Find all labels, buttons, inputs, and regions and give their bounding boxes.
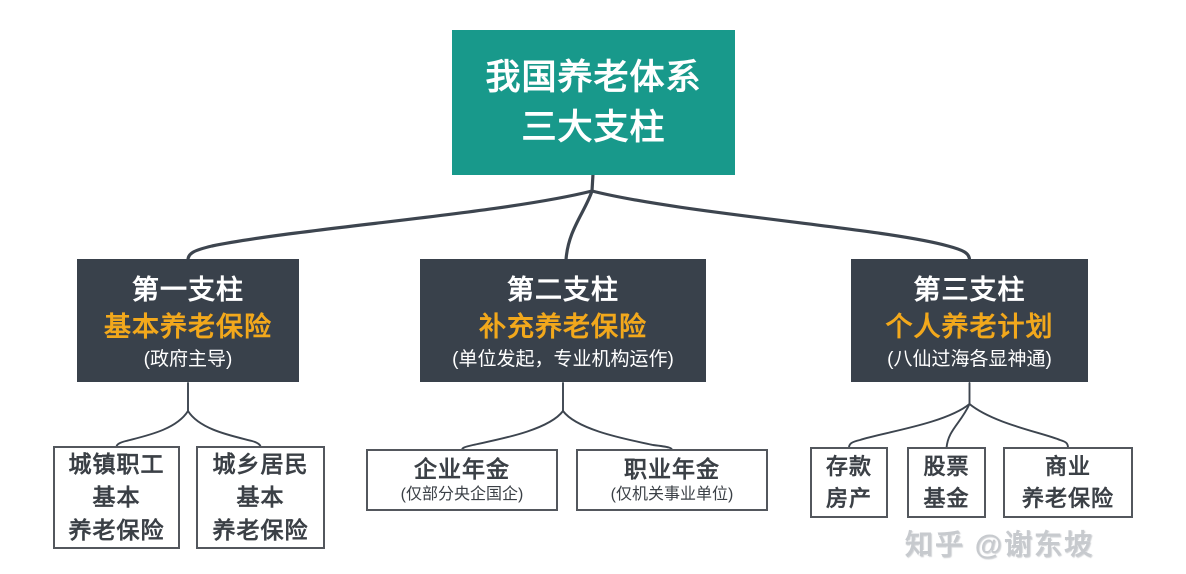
pillar-2-title: 第二支柱 <box>507 274 619 305</box>
leaf-urban-rural-resident-pension: 城乡居民 基本 养老保险 <box>196 446 325 549</box>
leaf-deposits-property: 存款 房产 <box>810 447 888 518</box>
pillar-3-title: 第三支柱 <box>913 274 1026 305</box>
pillar-2-note: (单位发起，专业机构运作) <box>452 348 674 370</box>
pillar-3-node: 第三支柱 个人养老计划 (八仙过海各显神通) <box>851 259 1088 382</box>
root-title-line2: 三大支柱 <box>521 107 666 147</box>
zhihu-watermark: 知乎 @谢东坡 <box>905 529 1095 560</box>
leaf-note: (仅部分央企国企) <box>400 485 524 503</box>
leaf-enterprise-annuity: 企业年金 (仅部分央企国企) <box>366 449 558 511</box>
connector-pillar1-to-leaf1 <box>115 410 189 448</box>
leaf-text-line: 房产 <box>825 485 872 511</box>
leaf-text-line: 股票 <box>923 453 970 479</box>
connector-pillar3-to-leaf7 <box>968 403 1069 449</box>
leaf-text-line: 城乡居民 <box>212 451 309 477</box>
leaf-text-line: 存款 <box>825 453 872 479</box>
root-node: 我国养老体系 三大支柱 <box>452 30 735 175</box>
leaf-urban-employee-pension: 城镇职工 基本 养老保险 <box>53 446 180 549</box>
leaf-text-line: 商业 <box>1044 453 1091 479</box>
connector-root-to-pillar1 <box>186 189 594 262</box>
leaf-note: (仅机关事业单位) <box>610 485 734 503</box>
pillar-3-note: (八仙过海各显神通) <box>887 348 1052 370</box>
connector-root-stub <box>590 172 595 193</box>
connector-root-to-pillar3 <box>590 189 972 262</box>
leaf-text-line: 养老保险 <box>212 517 309 543</box>
connector-root-to-pillar2 <box>564 189 594 262</box>
leaf-text-line: 养老保险 <box>1021 485 1114 511</box>
connector-pillar1-to-leaf2 <box>187 410 262 448</box>
leaf-text-line: 城镇职工 <box>68 451 165 477</box>
leaf-occupational-annuity: 职业年金 (仅机关事业单位) <box>576 449 768 511</box>
pillar-1-subtitle: 基本养老保险 <box>104 311 272 342</box>
pillar-3-subtitle: 个人养老计划 <box>885 311 1054 342</box>
leaf-text-line: 基本 <box>236 484 285 510</box>
pillar-1-note: (政府主导) <box>143 348 233 370</box>
connector-pillar2-to-leaf3 <box>461 410 564 451</box>
pillar-2-node: 第二支柱 补充养老保险 (单位发起，专业机构运作) <box>420 259 706 382</box>
leaf-stocks-funds: 股票 基金 <box>907 447 986 518</box>
pillar-1-title: 第一支柱 <box>132 274 244 305</box>
pillar-2-subtitle: 补充养老保险 <box>479 311 647 342</box>
leaf-title: 企业年金 <box>414 455 510 482</box>
connector-pillar2-to-leaf4 <box>562 410 673 451</box>
leaf-commercial-pension-insurance: 商业 养老保险 <box>1003 447 1133 518</box>
root-title-line1: 我国养老体系 <box>485 57 702 97</box>
connector-pillar3-to-leaf6 <box>945 403 971 449</box>
connector-pillar3-to-leaf5 <box>848 403 971 449</box>
leaf-text-line: 基本 <box>92 484 141 510</box>
leaf-title: 职业年金 <box>624 455 720 482</box>
leaf-text-line: 养老保险 <box>68 517 165 543</box>
leaf-text-line: 基金 <box>923 485 970 511</box>
pillar-1-node: 第一支柱 基本养老保险 (政府主导) <box>77 259 299 382</box>
